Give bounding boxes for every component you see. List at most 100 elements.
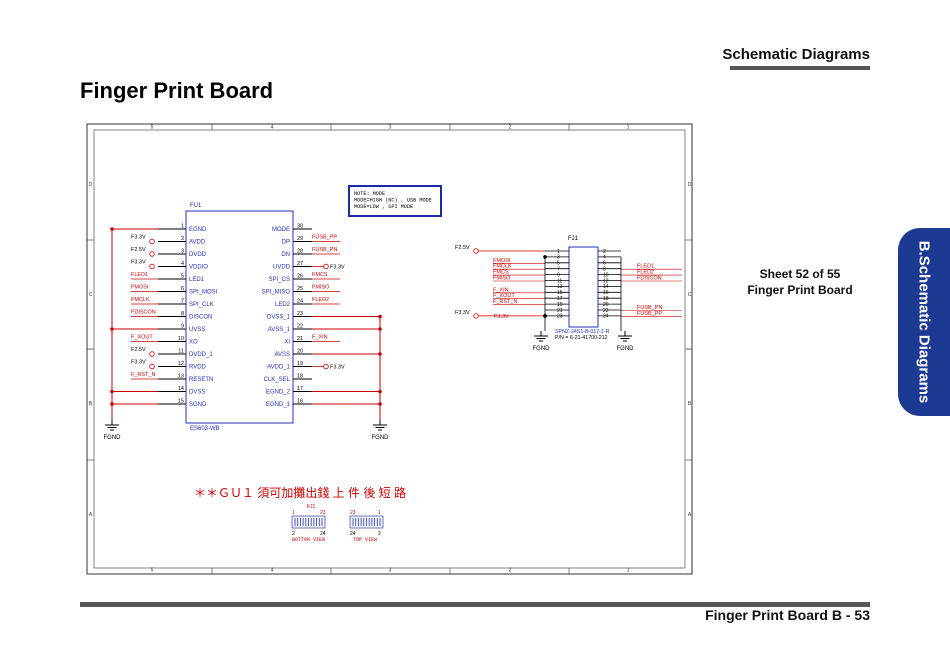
frame-column-label: 1: [627, 125, 630, 131]
fj1-net-label: FLED2: [637, 270, 654, 276]
fj1-part-line: P/N = 6-21-41700-212: [555, 335, 608, 341]
fu1-pin-number: 27: [297, 261, 303, 267]
fu1-pin-name: SPI_CS: [269, 277, 290, 283]
mode-note-line: NOTE: MODE: [354, 191, 385, 197]
fj1-net-label: F_RST_N: [493, 299, 517, 305]
footer-rule: [80, 602, 870, 607]
fu1-pin-number: 23: [297, 311, 303, 317]
fj1-net-label: F3.3V: [455, 310, 470, 316]
page-footer: Finger Print Board B - 53: [705, 607, 870, 623]
fj1-net-label: FMCS: [493, 270, 509, 276]
footprint-bottom-view-pin: 24: [320, 531, 326, 537]
junction-dot: [378, 402, 382, 406]
fj1-pin-number: 24: [603, 314, 609, 320]
fu1-net-label: FMCLK: [131, 297, 150, 303]
fu1-pin-name: EGND: [189, 227, 207, 233]
frame-column-label: 5: [151, 125, 154, 131]
junction-dot: [378, 352, 382, 356]
frame-row-label: A: [688, 512, 692, 518]
sheet-info: Sheet 52 of 55 Finger Print Board: [735, 266, 865, 298]
fu1-pin-number: 26: [297, 274, 303, 280]
fu1-pin-number: 10: [178, 336, 184, 342]
fu1-net-label: FMCS: [312, 272, 328, 278]
fu1-net-label: FUSB_PP: [312, 235, 337, 241]
fu1-pin-name: EGND_2: [266, 390, 291, 396]
mode-note-box: [348, 185, 442, 217]
fu1-pin-number: 21: [297, 336, 303, 342]
fu1-net-label: FUSB_PN: [312, 247, 337, 253]
fu1-pin-number: 5: [181, 274, 184, 280]
fu1-pin-number: 11: [178, 349, 184, 355]
junction-dot: [110, 402, 114, 406]
fj1-part-line: SPNZ-24S1-B-017-1-R: [555, 329, 610, 335]
sheet-number: Sheet 52 of 55: [759, 267, 841, 281]
fu1-net-label: F3.3V: [330, 265, 345, 271]
fu1-pin-number: 16: [297, 399, 303, 405]
fj1-pin-number: 19: [557, 302, 563, 308]
fu1-pin-number: 15: [178, 399, 184, 405]
fu1-pin-number: 28: [297, 249, 303, 255]
fu1-pin-number: 20: [297, 349, 303, 355]
fu1-pin-name: MODE: [272, 227, 290, 233]
footprint-top-view-pin: 24: [350, 531, 356, 537]
frame-row-label: A: [89, 512, 93, 518]
fj1-reference: FJ1: [568, 236, 579, 242]
fu1-pin-name: SPI_MOSI: [189, 290, 218, 296]
fj1-net-label: F3.3V: [494, 314, 509, 320]
fj1-pin-number: 21: [557, 308, 563, 314]
fj1-pin-number: 15: [557, 290, 563, 296]
fu1-pin-number: 4: [181, 261, 184, 267]
fu1-pin-number: 1: [181, 224, 184, 230]
fu1-pin-number: 3: [181, 249, 184, 255]
header-rule: [730, 66, 870, 70]
fu1-pin-name: CLK_SEL: [264, 377, 291, 383]
fj1-pin-number: 4: [603, 255, 606, 261]
fj1-net-label: F_XIN: [493, 287, 509, 293]
fu1-pin-name: DP: [282, 240, 290, 246]
fj1-pin-number: 9: [557, 272, 560, 278]
fj1-pin-number: 5: [557, 261, 560, 267]
footprint-bottom-view-pin: 2: [292, 531, 295, 537]
page-title: Finger Print Board: [80, 78, 274, 103]
section-side-tab[interactable]: B.Schematic Diagrams: [898, 228, 950, 416]
fj1-net-label: FMISO: [493, 276, 511, 282]
fu1-pin-name: DVDD: [189, 252, 207, 258]
fj1-pin-number: 8: [603, 267, 606, 273]
frame-arrow: ←: [686, 346, 692, 352]
fj1-net-label: FDISCON: [637, 276, 662, 282]
footprint-bottom-view-pin: 1: [292, 510, 295, 516]
fu1-pin-name: DN: [281, 252, 290, 258]
junction-dot: [110, 389, 114, 394]
frame-arrow: →: [87, 346, 93, 352]
fu1-pin-number: 17: [297, 386, 303, 392]
fu1-pin-number: 30: [297, 224, 303, 230]
fu1-pin-number: 29: [297, 236, 303, 242]
fj1-pin-number: 10: [603, 272, 609, 278]
fj1-pin-number: 11: [557, 278, 562, 284]
ground-label: FGND: [372, 435, 390, 441]
fu1-pin-name: EGND_1: [266, 402, 291, 408]
net-port: [323, 263, 329, 270]
fu1-net-label: F2.5V: [131, 247, 146, 253]
fj1-pin-number: 2: [603, 249, 606, 255]
mode-note-line: MODE=HIGH (NC) , USB MODE: [354, 198, 432, 204]
fu1-net-label: F3.3V: [131, 235, 146, 241]
fu1-reference: FU1: [190, 203, 202, 209]
fu1-pin-name: RESETN: [189, 377, 213, 383]
fj1-net-label: FLED1: [637, 264, 654, 270]
ground-label: FGND: [617, 346, 635, 352]
fu1-net-label: F3.3V: [330, 365, 345, 371]
fj1-pin-number: 1: [557, 249, 560, 255]
fu1-pin-number: 8: [181, 311, 184, 317]
net-port: [149, 263, 155, 270]
fu1-pin-name: AVSS_1: [268, 327, 291, 333]
net-port: [149, 351, 155, 357]
fu1-pin-number: 24: [297, 299, 303, 305]
fj1-pin-number: 7: [557, 267, 560, 273]
fu1-pin-number: 6: [181, 286, 184, 292]
fu1-pin-name: LED2: [275, 302, 291, 308]
fu1-net-label: FMISO: [312, 285, 330, 291]
net-port: [149, 238, 155, 245]
junction-dot: [110, 327, 114, 331]
fu1-net-label: FDISCON: [131, 310, 156, 316]
